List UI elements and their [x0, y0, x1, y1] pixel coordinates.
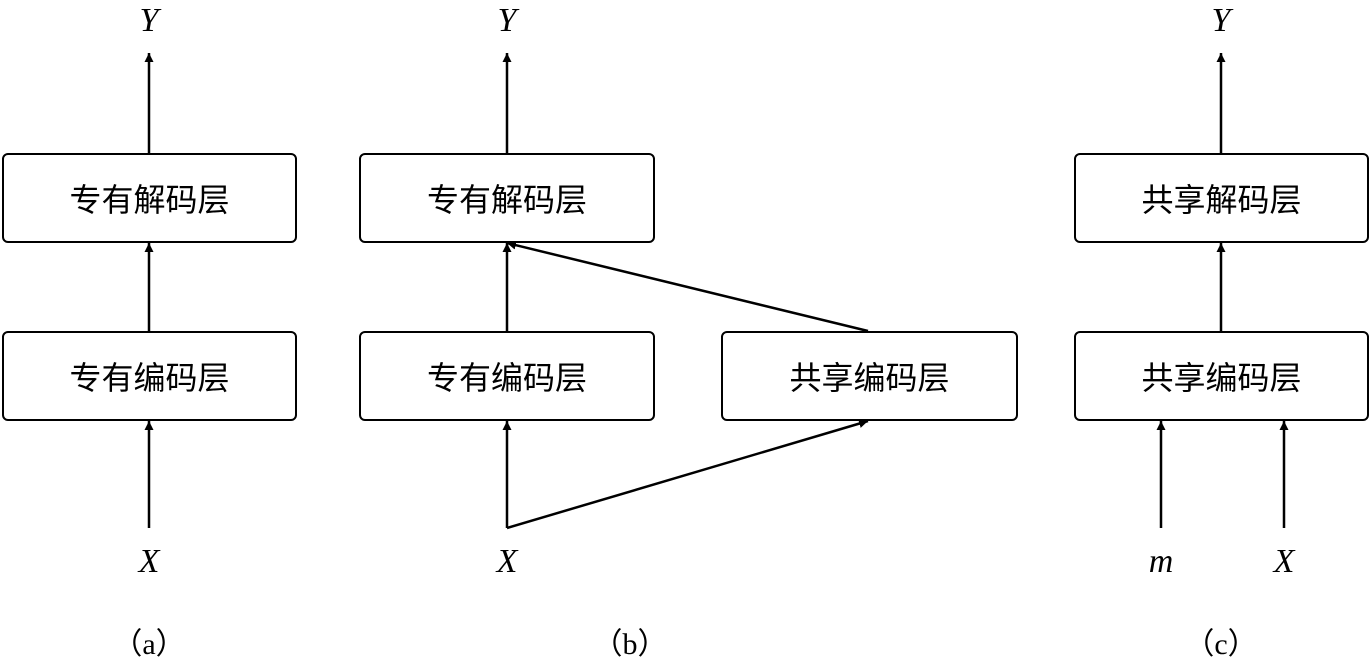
arrow-b-shared-encoder-to-decoder: [506, 240, 869, 333]
panel-a-output-label: Y: [139, 2, 159, 39]
panel-c-input-x-label: X: [1273, 543, 1295, 580]
panel-b-private-encoder: 专有编码层: [359, 331, 655, 421]
panel-c-shared-encoder: 共享编码层: [1074, 331, 1369, 421]
panel-b-input-label: X: [496, 543, 518, 580]
panel-b-output-label: Y: [497, 2, 517, 39]
panel-a-private-decoder: 专有解码层: [2, 153, 297, 243]
panel-b-caption: （b）: [592, 628, 668, 661]
panel-c-input-m-label: m: [1148, 543, 1174, 580]
panel-c-caption: （c）: [1184, 628, 1258, 661]
panel-a-input-label: X: [138, 543, 160, 580]
panel-c-output-label: Y: [1211, 2, 1231, 39]
arrow-b-input-to-shared-encoder: [506, 419, 869, 530]
panel-b-private-decoder: 专有解码层: [359, 153, 655, 243]
panel-c-shared-decoder: 共享解码层: [1074, 153, 1369, 243]
panel-b-shared-encoder: 共享编码层: [721, 331, 1018, 421]
panel-a-private-encoder: 专有编码层: [2, 331, 297, 421]
panel-a-caption: （a）: [112, 628, 186, 661]
